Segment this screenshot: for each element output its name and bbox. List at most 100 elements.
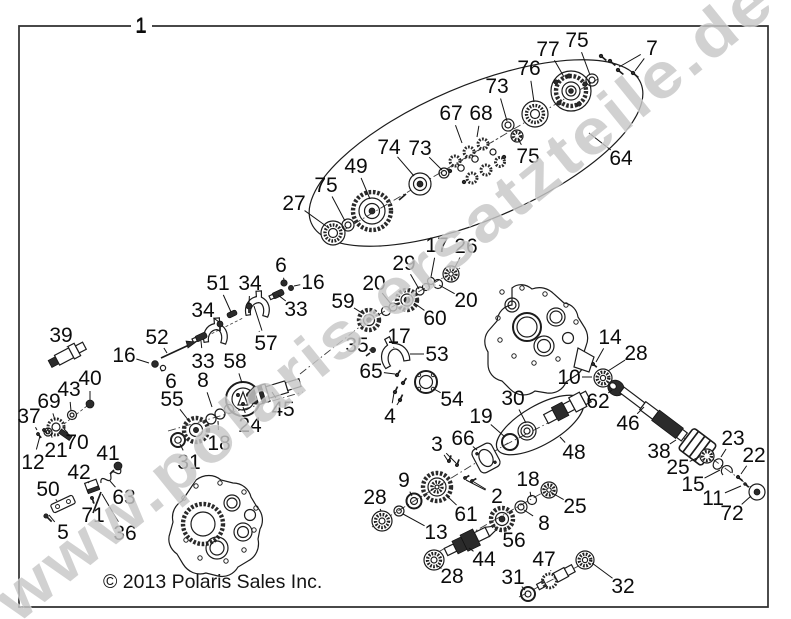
callout-16: 16 [301, 271, 324, 294]
leader-line-44 [468, 547, 474, 552]
bracket-42 [83, 478, 101, 495]
callout-18: 18 [207, 432, 230, 455]
bearing-28a [371, 510, 393, 532]
washer-8b [514, 500, 528, 514]
screws-7 [598, 53, 639, 79]
callout-75: 75 [516, 145, 539, 168]
pin-35 [365, 347, 376, 357]
leader-line-25 [689, 456, 700, 462]
leader-line-24 [242, 406, 246, 414]
leader-line-76 [530, 80, 535, 103]
leader-line-75 [581, 52, 591, 76]
plug-39 [47, 341, 88, 369]
callout-14: 14 [598, 326, 622, 349]
leader-line-2 [465, 479, 486, 491]
bottom-train-a [371, 442, 501, 532]
bearing-25c [699, 448, 715, 464]
hub-74 [398, 172, 432, 201]
screw-22 [736, 475, 744, 482]
leader-line-62 [607, 389, 613, 394]
leader-line-8 [523, 509, 534, 517]
callout-42: 42 [67, 461, 90, 484]
top-assembly-outline [308, 59, 644, 247]
ring-18b [526, 494, 538, 506]
leader-line-4 [391, 392, 395, 404]
bearing-26 [442, 265, 460, 283]
callout-62: 62 [586, 390, 609, 413]
callout-7: 7 [646, 37, 658, 60]
callout-3: 3 [431, 433, 443, 456]
callout-61: 61 [454, 503, 477, 526]
callout-32: 32 [611, 575, 634, 598]
callout-30: 30 [501, 387, 524, 410]
callout-36: 36 [113, 522, 136, 545]
pinion-group [495, 390, 593, 456]
leader-line-30 [518, 409, 527, 424]
screws-3 [447, 455, 460, 467]
callout-9: 9 [398, 469, 410, 492]
callout-26: 26 [454, 235, 477, 258]
bearing-flange-54 [414, 370, 438, 394]
leader-line-50 [55, 499, 58, 502]
callout-11: 11 [702, 487, 724, 510]
oring-19 [501, 433, 519, 451]
drawing-frame [18, 25, 769, 608]
leader-line-28 [379, 508, 382, 512]
leader-line-31 [521, 586, 526, 591]
leader-line-49 [360, 177, 371, 200]
leader-line-31 [179, 443, 184, 451]
shift-fork-lower [202, 317, 228, 345]
spring-63 [100, 469, 122, 484]
leader-line-57 [253, 305, 263, 331]
bearing-32 [575, 550, 595, 570]
callout-25: 25 [563, 495, 586, 518]
leader-line-73 [500, 98, 508, 122]
shaft-46 [619, 386, 717, 466]
bearing-25b [540, 481, 558, 499]
bracket-50 [50, 494, 76, 514]
knob-40 [85, 399, 95, 409]
callout-56: 56 [502, 529, 525, 552]
washer-75c [585, 73, 599, 87]
callout-63: 63 [112, 486, 135, 509]
ring-30 [517, 421, 537, 441]
callout-25: 25 [666, 456, 689, 479]
nut-6a [280, 279, 294, 291]
leader-line-29 [410, 274, 420, 290]
rings-18a [205, 403, 235, 425]
callout-22: 22 [742, 444, 765, 467]
bearing-75d [510, 129, 524, 143]
callout-64: 64 [609, 147, 633, 170]
leader-line-15 [704, 469, 721, 479]
leader-line-3 [443, 454, 449, 462]
callout-31: 31 [177, 451, 200, 474]
callout-34: 34 [191, 299, 215, 322]
callout-71: 71 [81, 504, 104, 527]
callout-76: 76 [517, 57, 540, 80]
screws-4 [392, 386, 404, 403]
bearing-27 [320, 220, 346, 246]
leader-line-67 [455, 125, 463, 144]
leader-line-20 [438, 284, 455, 295]
leader-line-16 [136, 358, 150, 364]
copyright-text: © 2013 Polaris Sales Inc. [103, 571, 322, 593]
leader-line-58 [238, 373, 243, 384]
callout-73: 73 [485, 75, 508, 98]
washer-31a [170, 432, 186, 448]
leader-line-32 [591, 562, 613, 579]
leader-line-28 [437, 565, 442, 569]
leader-line-34 [213, 317, 220, 323]
callout-8: 8 [197, 369, 209, 392]
frame-label: 1 [135, 15, 147, 38]
bearing-28c [423, 549, 445, 571]
pin-11 [743, 482, 750, 488]
rod-52 [160, 340, 197, 359]
leader-line-17 [430, 257, 436, 278]
leader-line-55 [179, 408, 190, 422]
misc-left-parts [36, 341, 123, 523]
callout-45: 45 [271, 398, 294, 421]
gear-56 [488, 505, 516, 533]
leader-line-5 [48, 514, 56, 523]
